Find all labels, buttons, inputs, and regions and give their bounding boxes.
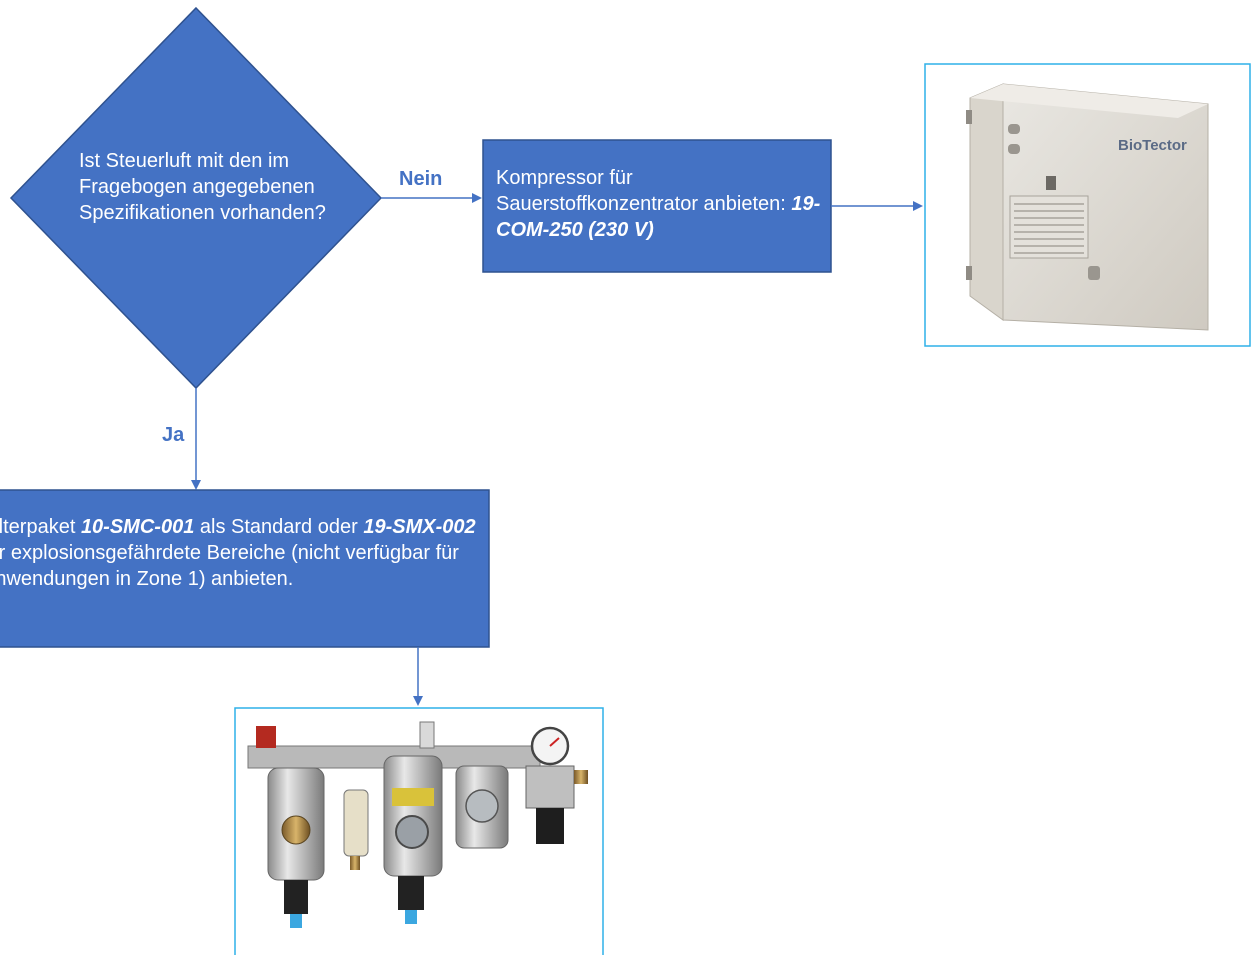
filter-box — [0, 489, 490, 648]
compressor-brand-label: BioTector — [1118, 137, 1187, 154]
no-edge-label: Nein — [399, 168, 443, 190]
compressor-box-text: Kompressor für Sauerstoffkonzentrator an… — [496, 165, 826, 243]
filter-text-3: für explosionsgefährdete Bereiche (nicht… — [0, 542, 459, 590]
decision-text: Ist Steuerluft mit den im Fragebogen ang… — [79, 150, 326, 224]
filter-box-text: Filterpaket 10-SMC-001 als Standard oder… — [0, 514, 478, 592]
filter-part-number-standard: 10-SMC-001 — [80, 516, 195, 538]
compressor-cabinet-image — [966, 83, 1209, 331]
filter-text-1: Filterpaket — [0, 516, 76, 538]
filter-part-number-ex: 19-SMX-002 — [363, 516, 476, 538]
filter-text-2: als Standard oder — [194, 516, 364, 538]
compressor-box — [482, 139, 832, 273]
filter-regulator-unit-image — [247, 721, 588, 928]
compressor-box-description: Kompressor für Sauerstoffkonzentrator an… — [496, 167, 792, 215]
yes-edge-label: Ja — [162, 424, 185, 446]
compressor-part-number: 19-COM-250 (230 V) — [496, 193, 821, 241]
